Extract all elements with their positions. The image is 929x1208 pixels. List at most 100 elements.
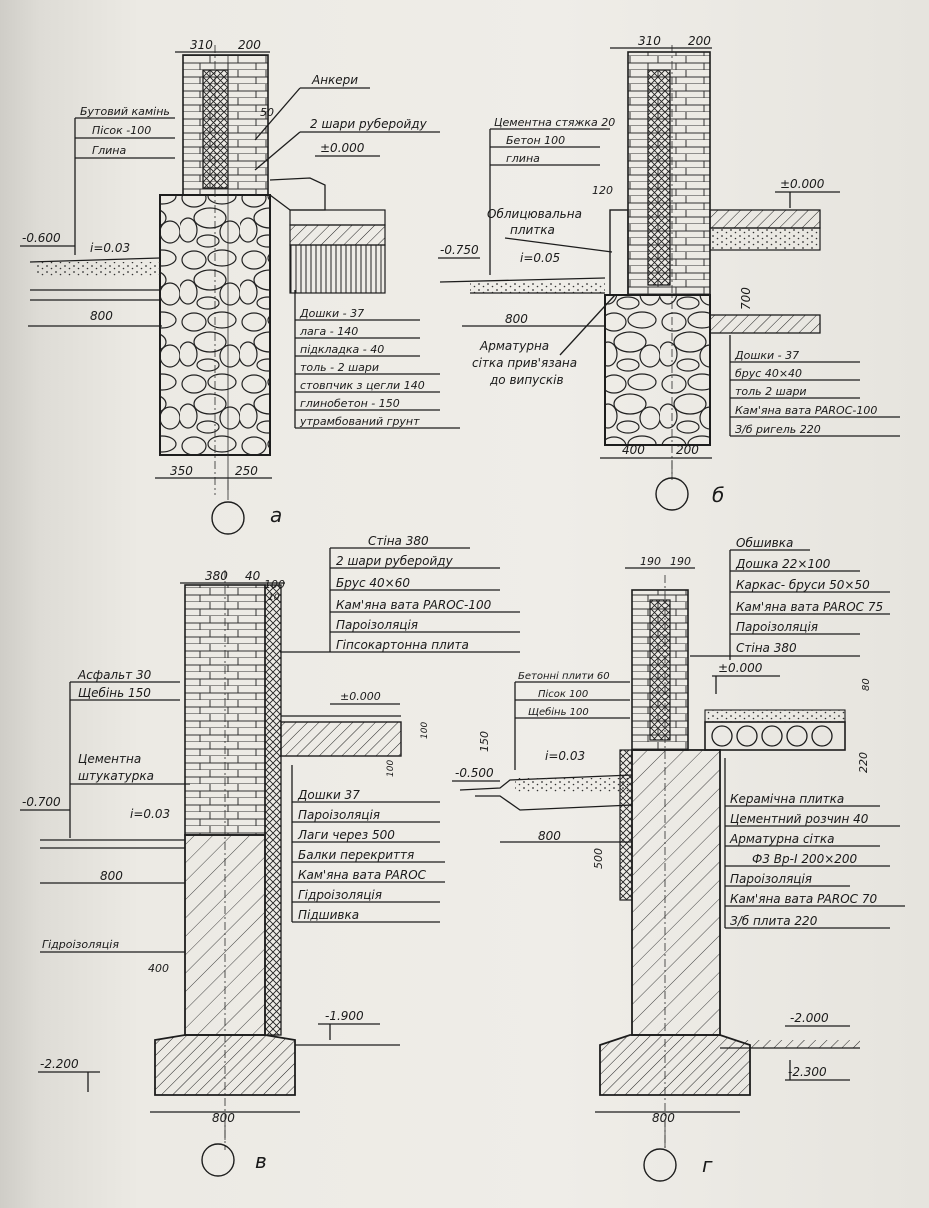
a-floor-layer-3: підкладка - 40: [300, 343, 384, 356]
b-tile-label-2: плитка: [510, 223, 555, 237]
v-top-layer-3: Брус 40×60: [336, 576, 410, 590]
v-floor-layer-7: Підшивка: [298, 908, 359, 922]
v-top-layer-4: Кам'яна вата PAROC-100: [336, 598, 492, 612]
g-top-layer-6: Стіна 380: [736, 641, 797, 655]
a-layer-clay: Глина: [92, 144, 127, 157]
detail-v: 800 в 380 40 100 10 Стіна 380 2 шари руб…: [20, 534, 520, 1177]
b-rubble-foundation: [604, 294, 711, 446]
g-top-layer-5: Пароізоляція: [736, 620, 818, 634]
b-dim-400: 400: [622, 443, 645, 457]
v-floor-layer-4: Балки перекриття: [298, 848, 414, 862]
g-floor-layer-7: З/б плита 220: [730, 914, 818, 928]
detail-b: 800 310 200 400 200 б Цементна стяжка 20…: [438, 34, 900, 511]
a-slope: i=0.03: [90, 241, 130, 255]
v-top-layer-5: Пароізоляція: [336, 618, 418, 632]
v-footing: [154, 1034, 296, 1096]
v-dim-800b: 800: [212, 1111, 235, 1125]
v-waterproof-label: Гідроізоляція: [42, 938, 119, 951]
v-floor-layer-5: Кам'яна вата PAROC: [298, 868, 427, 882]
v-dim-100a: 100: [420, 722, 430, 739]
b-level-ground: -0.750: [440, 243, 479, 257]
a-detail-marker: [211, 501, 245, 535]
g-floor-layer-1: Керамічна плитка: [730, 792, 844, 806]
b-floor-layer-2: брус 40×40: [735, 367, 802, 380]
b-detail-label: б: [712, 483, 724, 507]
v-level-floor: ±0.000: [340, 690, 381, 703]
b-mesh-label-2: сітка прив'язана: [472, 356, 577, 370]
a-floor-layer-5: стовпчик з цегли 140: [300, 379, 425, 392]
g-top-layer-2: Дошка 22×100: [735, 557, 831, 571]
a-dim-200: 200: [238, 38, 261, 52]
v-layer-asphalt: Асфальт 30: [77, 668, 152, 682]
a-anchor-label: Анкери: [311, 73, 358, 87]
a-joist-bearing: [269, 177, 326, 211]
g-dim-190a: 190: [640, 555, 661, 568]
v-plaster-label-1: Цементна: [78, 752, 141, 766]
a-floor-layer-4: толь - 2 шари: [300, 361, 379, 374]
b-floor-layer-1: Дошки - 37: [734, 349, 799, 362]
b-offset-dim: 800: [505, 312, 528, 326]
g-dim-150: 150: [478, 731, 491, 752]
b-mesh-label-1: Арматурна: [479, 339, 549, 353]
b-tile: [609, 209, 629, 296]
g-floor-layer-2: Цементний розчин 40: [730, 812, 869, 826]
b-level-floor: ±0.000: [780, 177, 825, 191]
a-floor-layer-1: Дошки - 37: [299, 307, 364, 320]
v-dim-40: 40: [245, 569, 261, 583]
b-layer-concrete: Бетон 100: [506, 134, 565, 147]
b-dim-310: 310: [638, 34, 661, 48]
b-dim-120: 120: [592, 184, 613, 197]
v-dim-380: 380: [205, 569, 228, 583]
b-layer-clay: глина: [506, 152, 540, 165]
v-floor-layer-1: Дошки 37: [297, 788, 360, 802]
b-mesh-label-3: до випусків: [489, 373, 564, 387]
a-dim-250: 250: [235, 464, 258, 478]
b-floor-layer-3: толь 2 шари: [735, 385, 807, 398]
v-detail-label: в: [255, 1149, 267, 1173]
a-dim-350: 350: [170, 464, 193, 478]
g-slab-voids: [711, 725, 833, 747]
v-dim-10: 10: [268, 593, 280, 603]
g-floor-layer-6: Кам'яна вата PAROC 70: [730, 892, 878, 906]
b-slope: i=0.05: [520, 251, 560, 265]
b-dim-700: 700: [739, 287, 753, 310]
g-layer-sand: Пісок 100: [538, 688, 588, 700]
v-dim-100b: 100: [386, 760, 396, 777]
g-top-layer-3: Каркас- бруси 50×50: [736, 578, 870, 592]
g-footing: [599, 1034, 751, 1096]
b-layer-screed: Цементна стяжка 20: [494, 116, 615, 129]
v-top-layer-2: 2 шари руберойду: [336, 554, 454, 568]
b-insulation: [647, 69, 671, 286]
v-floor-beam: [280, 721, 402, 757]
detail-a: 800 310 200 350 250 а Бутовий камінь Піс…: [20, 38, 460, 535]
a-floor-layer-6: глинобетон - 150: [300, 397, 400, 410]
b-dim-200b: 200: [676, 443, 699, 457]
b-floor-layer-4: Кам'яна вата PAROC-100: [735, 404, 877, 417]
g-top-layer-1: Обшивка: [736, 536, 793, 550]
a-roofing-label: 2 шари руберойду: [310, 117, 428, 131]
g-cladding: [649, 599, 671, 741]
b-dim-200: 200: [688, 34, 711, 48]
g-dim-80: 80: [861, 678, 872, 691]
g-level-floor: ±0.000: [718, 661, 763, 675]
g-detail-marker: [643, 1148, 677, 1182]
b-tile-label-1: Облицювальна: [487, 207, 582, 221]
a-level-floor: ±0.000: [320, 141, 365, 155]
g-basement-wall: [631, 749, 721, 1036]
g-floor-layer-3: Арматурна сітка: [729, 832, 834, 846]
a-layer-sand: Пісок -100: [92, 124, 151, 137]
v-floor-layer-3: Лаги через 500: [297, 828, 395, 842]
detail-g: 800 г 190 190 Обшивка Дошка 22×100 Карка…: [452, 536, 905, 1182]
v-floor-layer-6: Гідроізоляція: [298, 888, 382, 902]
v-top-layer-1: Стіна 380: [368, 534, 429, 548]
b-detail-marker: [655, 477, 689, 511]
g-level-ground: -0.500: [455, 766, 494, 780]
b-floor-layer-5: З/б ригель 220: [735, 423, 821, 436]
v-level-basement: -1.900: [325, 1009, 364, 1023]
g-floor-layer-4: Ф3 Вр-І 200×200: [752, 852, 858, 866]
g-dim-190b: 190: [670, 555, 691, 568]
a-detail-label: а: [270, 503, 282, 527]
g-top-layer-4: Кам'яна вата PAROC 75: [736, 600, 883, 614]
